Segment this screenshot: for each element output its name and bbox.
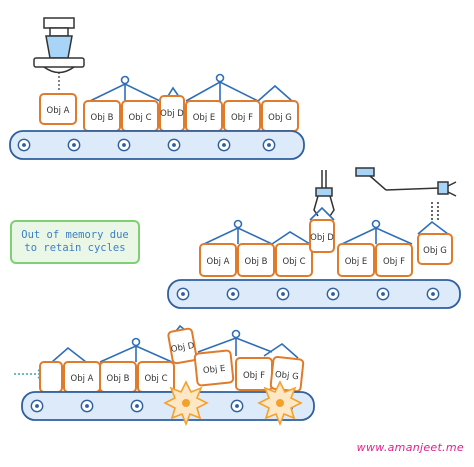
svg-text:Obj E: Obj E <box>193 113 216 123</box>
svg-text:Obj D: Obj D <box>160 109 184 119</box>
watermark: www.amanjeet.me <box>356 441 464 454</box>
svg-text:Obj B: Obj B <box>245 257 268 267</box>
claw-grabber-icon <box>313 170 335 217</box>
conveyor-belt-row2 <box>167 279 461 309</box>
object-box-a: Obj A <box>63 361 101 393</box>
explosion-icon <box>163 380 209 427</box>
svg-text:Obj A: Obj A <box>71 374 94 384</box>
cycle-links-row1 <box>89 73 293 102</box>
svg-text:Obj F: Obj F <box>243 371 265 381</box>
object-box-e: Obj E <box>337 243 375 277</box>
machine-icon <box>33 17 85 90</box>
object-box-f: Obj F <box>375 243 413 277</box>
object-box-c: Obj C <box>121 100 159 132</box>
cycle-links-row3 <box>51 324 299 363</box>
object-box-b: Obj B <box>99 361 137 393</box>
svg-text:Obj A: Obj A <box>47 106 70 116</box>
note-text: Out of memory due to retain cycles <box>21 229 129 254</box>
object-box-a: Obj A <box>199 243 237 277</box>
object-box-f: Obj F <box>223 100 261 132</box>
cycle-links-row2 <box>203 206 449 245</box>
object-box-b: Obj B <box>83 100 121 132</box>
svg-text:Obj D: Obj D <box>310 233 334 243</box>
object-box-f: Obj F <box>235 357 273 391</box>
object-box-e: Obj E <box>193 349 235 387</box>
svg-text:Obj A: Obj A <box>207 257 230 267</box>
svg-text:Obj G: Obj G <box>274 370 299 382</box>
svg-text:Obj G: Obj G <box>268 113 292 123</box>
object-box-c: Obj C <box>137 361 175 393</box>
out-of-memory-note: Out of memory due to retain cycles <box>10 220 140 264</box>
object-box-g: Obj G <box>269 356 305 393</box>
svg-text:Obj F: Obj F <box>383 257 405 267</box>
object-box-d: Obj D <box>309 219 335 253</box>
conveyor-belt-row1 <box>9 130 305 160</box>
robot-arm-icon <box>355 167 457 222</box>
object-box-d: Obj D <box>159 95 185 132</box>
object-box-b: Obj B <box>237 243 275 277</box>
svg-text:Obj B: Obj B <box>107 374 130 384</box>
explosion-icon <box>257 380 303 427</box>
object-box-partial <box>39 361 63 393</box>
object-box-g: Obj G <box>261 100 299 132</box>
object-box-a: Obj A <box>39 93 77 125</box>
svg-text:Obj E: Obj E <box>202 364 225 376</box>
svg-text:Obj C: Obj C <box>128 113 151 123</box>
svg-text:Obj C: Obj C <box>144 374 167 384</box>
svg-text:Obj D: Obj D <box>170 341 196 355</box>
object-box-g: Obj G <box>417 233 453 265</box>
conveyor-belt-row3 <box>21 391 315 421</box>
object-box-d: Obj D <box>167 327 198 365</box>
svg-text:Obj G: Obj G <box>423 246 447 256</box>
svg-text:Obj B: Obj B <box>91 113 114 123</box>
object-box-e: Obj E <box>185 100 223 132</box>
svg-text:Obj F: Obj F <box>231 113 253 123</box>
svg-text:Obj E: Obj E <box>345 257 368 267</box>
object-box-c: Obj C <box>275 243 313 277</box>
svg-text:Obj C: Obj C <box>282 257 305 267</box>
